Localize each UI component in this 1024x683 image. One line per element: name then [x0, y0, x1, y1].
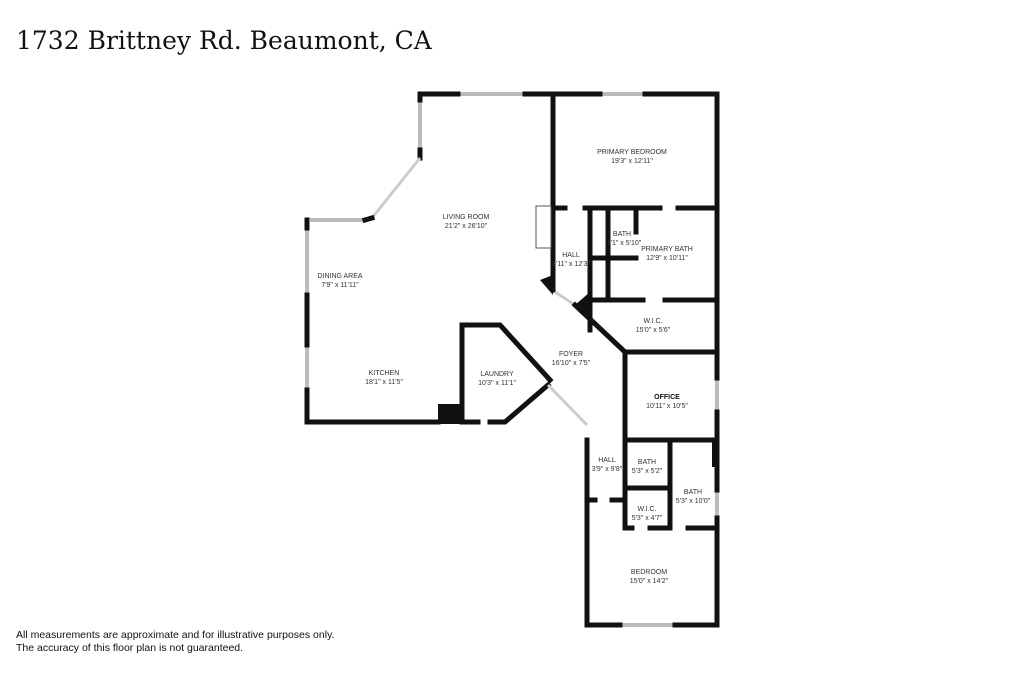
room-size: 7'9" x 11'11"	[321, 282, 359, 289]
room-size: 10'11" x 10'5"	[646, 403, 688, 410]
room-size: 15'0" x 14'2"	[630, 578, 669, 585]
room-name: KITCHEN	[369, 370, 400, 377]
room-size: 16'10" x 7'5"	[552, 360, 591, 367]
disclaimer-line: The accuracy of this floor plan is not g…	[16, 642, 244, 654]
room-size: 3'11" x 12'3"	[552, 261, 590, 268]
walls	[304, 91, 720, 628]
room-name: PRIMARY BEDROOM	[597, 149, 667, 156]
room-name: LIVING ROOM	[443, 214, 490, 221]
room-size: 21'2" x 26'10"	[445, 223, 488, 230]
room-size: 7'1" x 5'10"	[607, 240, 642, 247]
room-size: 18'1" x 11'5"	[365, 379, 403, 386]
room-name: BATH	[638, 459, 656, 466]
room-name: LAUNDRY	[480, 371, 514, 378]
room-size: 10'3" x 11'1"	[478, 380, 516, 387]
windows	[305, 92, 719, 627]
room-size: 5'3" x 5'2"	[632, 468, 663, 475]
page-title: 1732 Brittney Rd. Beaumont, CA	[16, 26, 432, 55]
room-size: 3'9" x 9'8"	[592, 466, 623, 473]
room-name: DINING AREA	[317, 273, 362, 280]
room-name: HALL	[562, 252, 580, 259]
room-name: W.I.C.	[637, 506, 656, 513]
room-size: 19'3" x 12'11"	[611, 158, 653, 165]
room-size: 5'3" x 4'7"	[632, 515, 663, 522]
room-name: PRIMARY BATH	[641, 246, 693, 253]
room-name: BEDROOM	[631, 569, 667, 576]
room-name: BATH	[684, 489, 702, 496]
room-size: 15'0" x 5'6"	[636, 327, 671, 334]
room-name: HALL	[598, 457, 616, 464]
room-size: 12'9" x 10'11"	[646, 255, 688, 262]
room-labels: PRIMARY BEDROOM 19'3" x 12'11" LIVING RO…	[317, 149, 710, 585]
room-name: FOYER	[559, 351, 583, 358]
disclaimer: All measurements are approximate and for…	[16, 629, 334, 655]
room-name: W.I.C.	[643, 318, 662, 325]
room-name: BATH	[613, 231, 631, 238]
room-size: 5'3" x 10'0"	[676, 498, 711, 505]
room-name: OFFICE	[654, 394, 680, 401]
disclaimer-line: All measurements are approximate and for…	[16, 629, 335, 641]
